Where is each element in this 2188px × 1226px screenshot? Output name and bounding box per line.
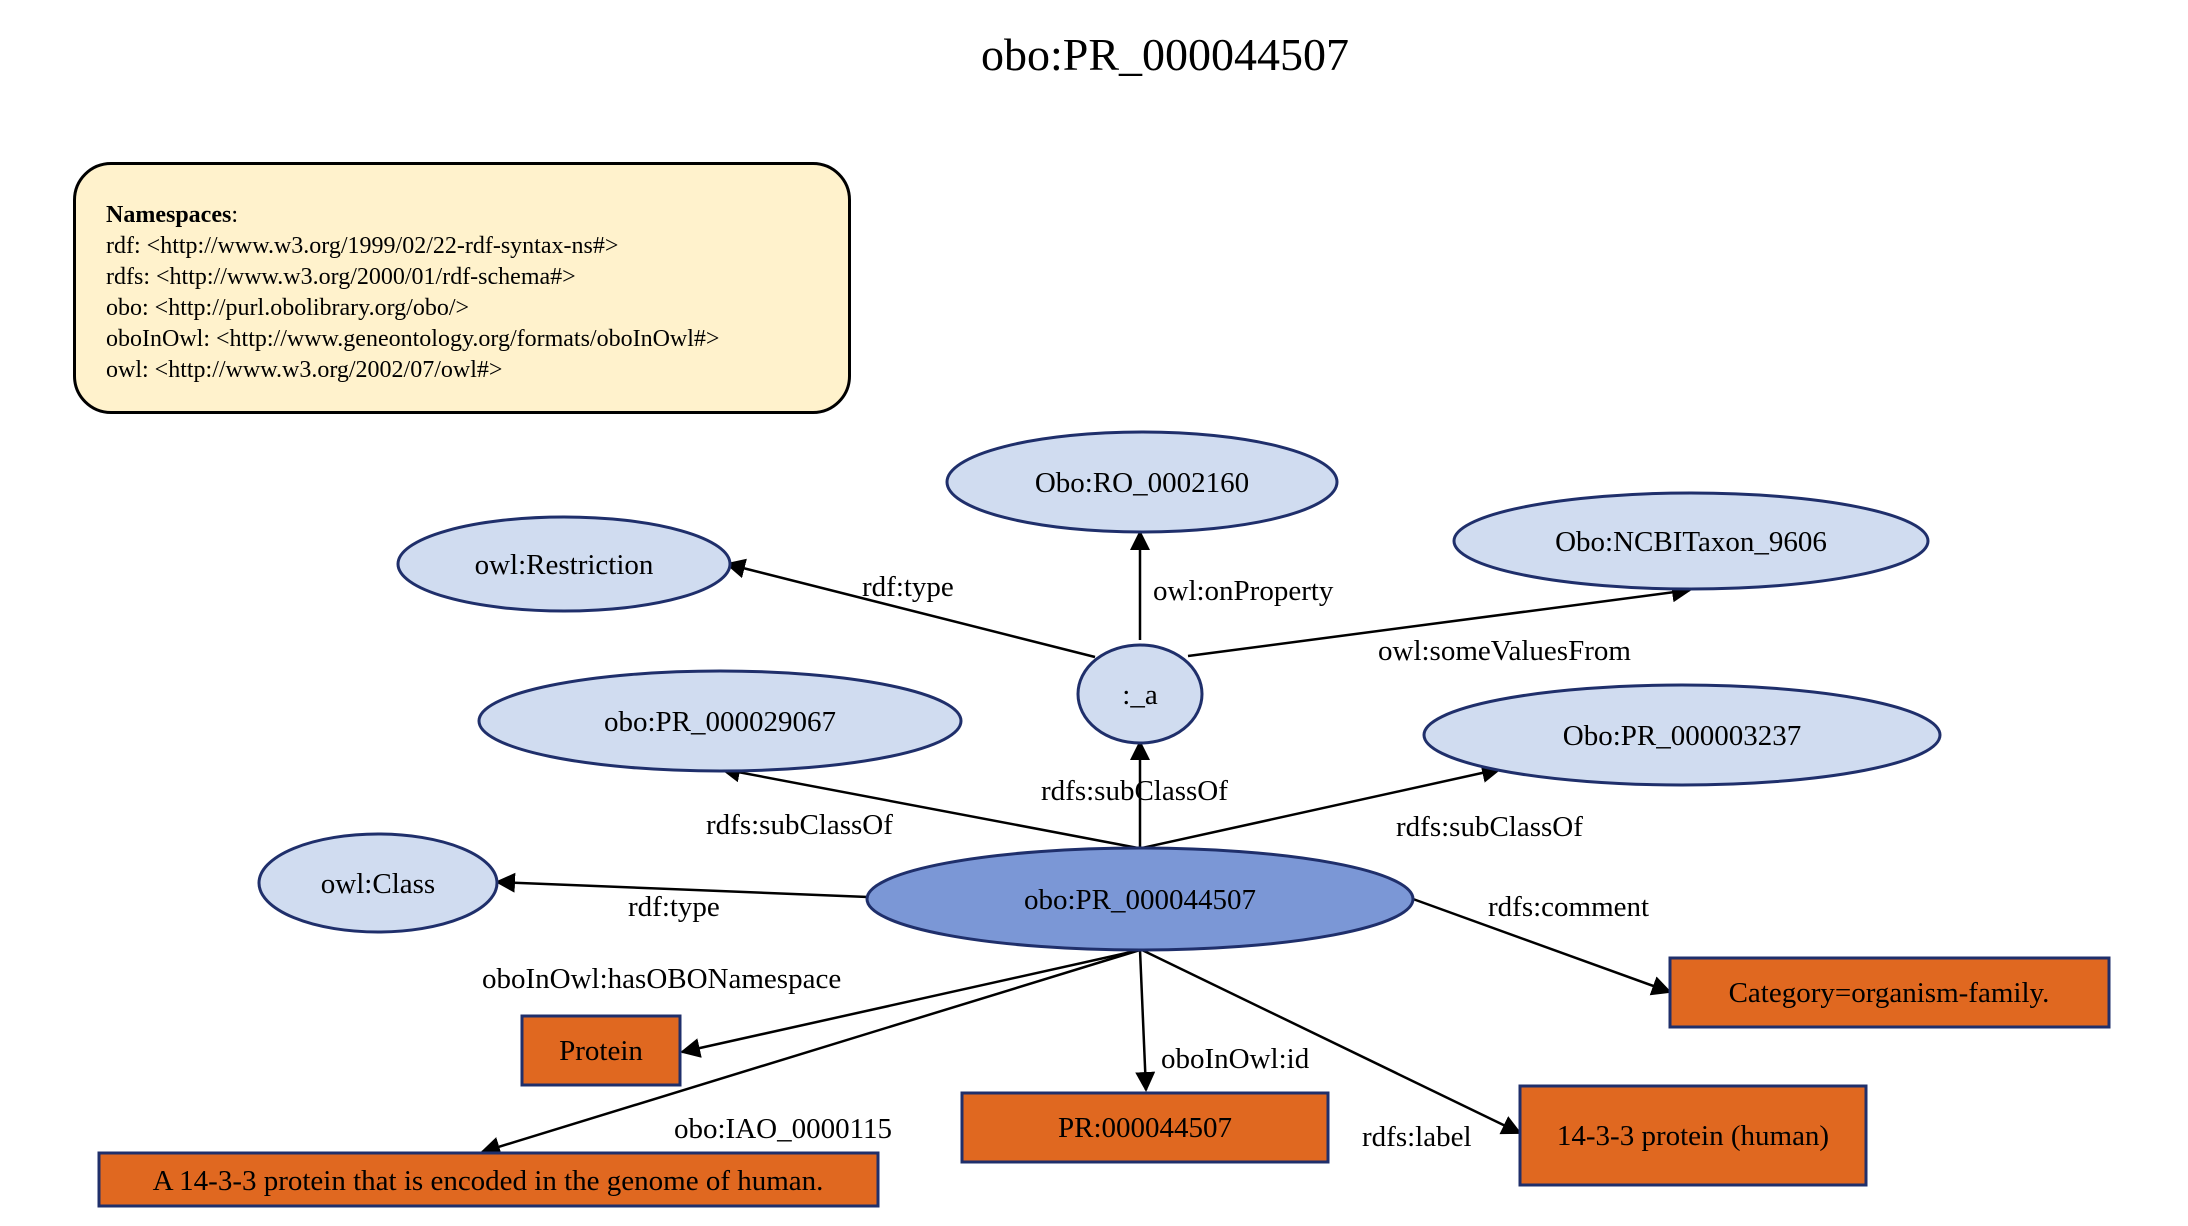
node-taxon: Obo:NCBITaxon_9606 <box>1452 491 1930 591</box>
node-center-label: obo:PR_000044507 <box>1024 884 1256 916</box>
edge-label-sub-3237: rdfs:subClassOf <box>1396 811 1583 843</box>
literal-protein: Protein <box>520 1014 682 1087</box>
edge-label-comment: rdfs:comment <box>1488 891 1649 923</box>
node-pr29067-label: obo:PR_000029067 <box>604 706 836 738</box>
edge-label-sub-29067: rdfs:subClassOf <box>706 809 893 841</box>
namespaces-heading-line: Namespaces: <box>106 202 238 228</box>
edge-comment <box>1412 897 1672 996</box>
namespace-line: rdfs: <http://www.w3.org/2000/01/rdf-sch… <box>106 264 576 290</box>
edge-label-blank-type: rdf:type <box>862 571 954 603</box>
node-restriction-label: owl:Restriction <box>475 549 654 581</box>
edge-center-type <box>495 872 869 899</box>
literal-definition: A 14-3-3 protein that is encoded in the … <box>97 1151 880 1208</box>
edge-label-id: oboInOwl:id <box>1161 1043 1310 1075</box>
node-pr3237-label: Obo:PR_000003237 <box>1563 720 1801 752</box>
namespaces-heading: Namespaces <box>106 202 232 228</box>
edge-blank-type <box>725 558 1096 659</box>
edge-label-sub-blank: rdfs:subClassOf <box>1041 775 1228 807</box>
edges <box>480 530 1692 1157</box>
edge-label <box>1141 948 1522 1135</box>
node-blank: :_a <box>1076 643 1204 745</box>
node-restriction: owl:Restriction <box>396 515 732 613</box>
literal-label: 14-3-3 protein (human) <box>1518 1084 1868 1187</box>
edge-label-center-type: rdf:type <box>628 891 720 923</box>
edge-label-iao: obo:IAO_0000115 <box>674 1113 892 1145</box>
edge-id <box>1135 949 1156 1092</box>
edge-iao <box>480 948 1141 1157</box>
namespace-line: oboInOwl: <http://www.geneontology.org/f… <box>106 326 720 352</box>
edge-some-values-from <box>1187 582 1692 658</box>
literal-comment-text: Category=organism-family. <box>1729 977 2050 1009</box>
node-taxon-label: Obo:NCBITaxon_9606 <box>1555 526 1827 558</box>
namespace-line: rdf: <http://www.w3.org/1999/02/22-rdf-s… <box>106 233 619 259</box>
literal-protein-text: Protein <box>559 1035 643 1067</box>
literal-id-text: PR:000044507 <box>1058 1112 1232 1144</box>
node-ro-label: Obo:RO_0002160 <box>1035 467 1249 499</box>
edge-label-on-property: owl:onProperty <box>1153 575 1334 607</box>
node-center: obo:PR_000044507 <box>865 846 1415 952</box>
node-pr29067: obo:PR_000029067 <box>477 669 963 773</box>
edge-label-namespace: oboInOwl:hasOBONamespace <box>482 963 841 995</box>
literal-comment: Category=organism-family. <box>1668 956 2111 1029</box>
edge-label-rdfs-label: rdfs:label <box>1362 1121 1472 1153</box>
literal-definition-text: A 14-3-3 protein that is encoded in the … <box>153 1165 824 1197</box>
namespace-line: obo: <http://purl.obolibrary.org/obo/> <box>106 295 470 321</box>
edge-namespace <box>680 948 1141 1058</box>
node-ro: Obo:RO_0002160 <box>945 430 1339 534</box>
edge-labels: rdf:type owl:onProperty owl:someValuesFr… <box>482 571 1649 1153</box>
edge-sub-29067 <box>720 762 1139 850</box>
node-owl-class: owl:Class <box>257 832 499 934</box>
node-blank-label: :_a <box>1122 679 1158 711</box>
edge-sub-3237 <box>1141 763 1502 850</box>
node-owl-class-label: owl:Class <box>321 868 435 900</box>
node-pr3237: Obo:PR_000003237 <box>1422 683 1942 787</box>
namespaces-box: Namespaces: rdf: <http://www.w3.org/1999… <box>73 162 851 414</box>
edge-label-some-values: owl:someValuesFrom <box>1378 635 1631 667</box>
literal-label-text: 14-3-3 protein (human) <box>1557 1120 1829 1152</box>
diagram-title: obo:PR_000044507 <box>980 29 1350 80</box>
literal-id: PR:000044507 <box>960 1091 1330 1164</box>
namespace-line: owl: <http://www.w3.org/2002/07/owl#> <box>106 357 503 383</box>
